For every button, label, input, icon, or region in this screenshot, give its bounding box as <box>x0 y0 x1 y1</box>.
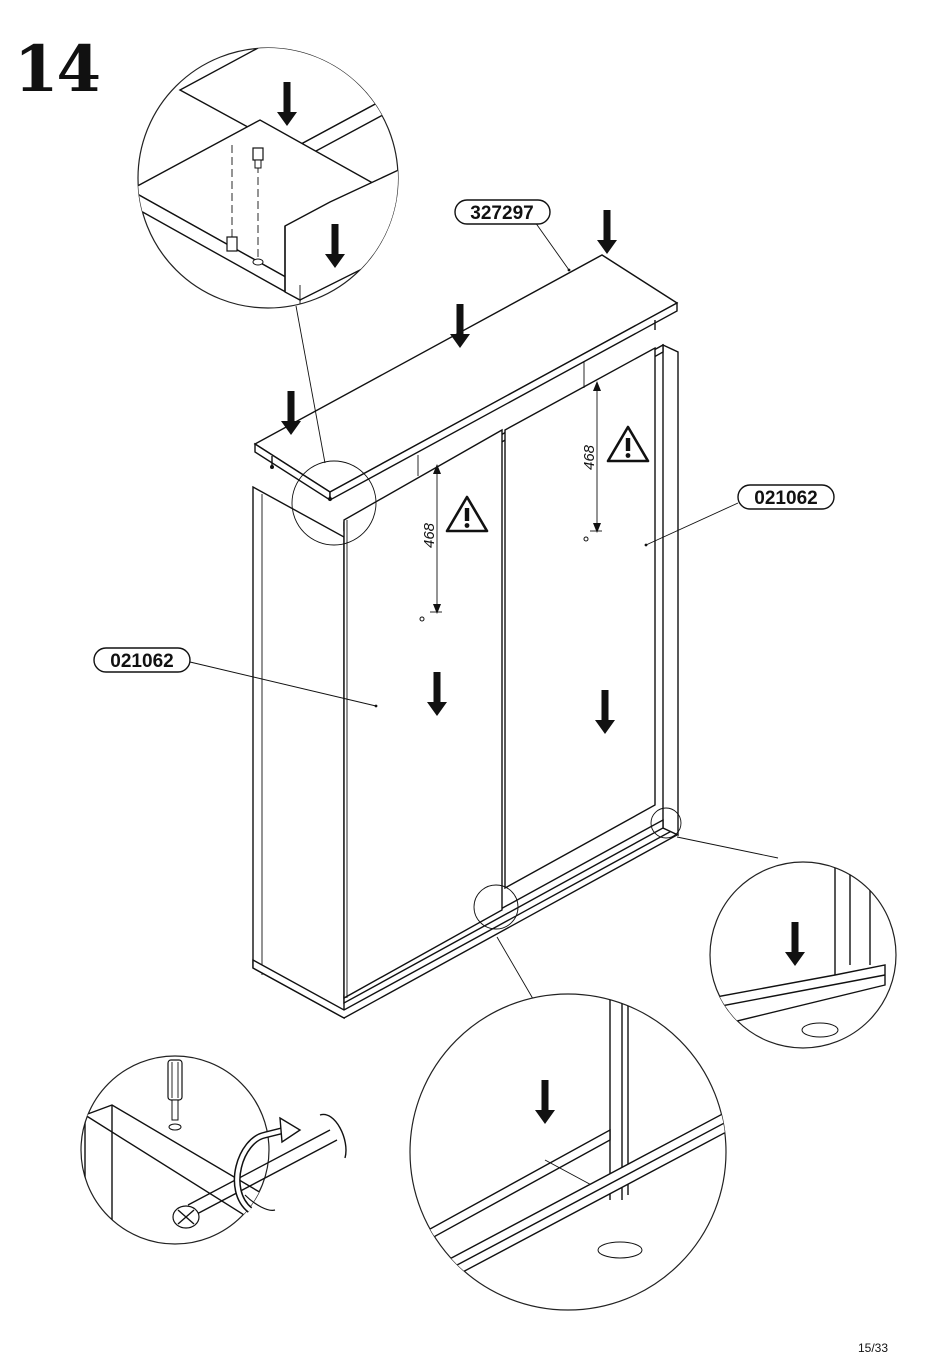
detail-view-bottom-middle <box>410 990 730 1310</box>
detail-view-right <box>700 850 896 1048</box>
part-label-left-door: 021062 <box>94 648 190 672</box>
svg-text:021062: 021062 <box>110 651 173 672</box>
right-sliding-door <box>505 348 655 888</box>
dimension-label-right: 468 <box>581 444 598 470</box>
detail-view-top-left <box>130 20 430 330</box>
page-number: 15/33 <box>858 1341 888 1355</box>
part-label-top-panel: 327297 <box>455 200 550 224</box>
down-arrow-icon <box>597 210 617 254</box>
svg-text:021062: 021062 <box>754 488 817 509</box>
left-side-panel <box>253 487 344 1018</box>
dimension-label-left: 468 <box>421 522 438 548</box>
part-label-right-door: 021062 <box>738 485 834 509</box>
right-frame-side <box>663 345 678 835</box>
wardrobe-assembly <box>253 255 678 1018</box>
svg-text:327297: 327297 <box>470 203 533 224</box>
detail-view-screwing <box>81 1056 346 1250</box>
